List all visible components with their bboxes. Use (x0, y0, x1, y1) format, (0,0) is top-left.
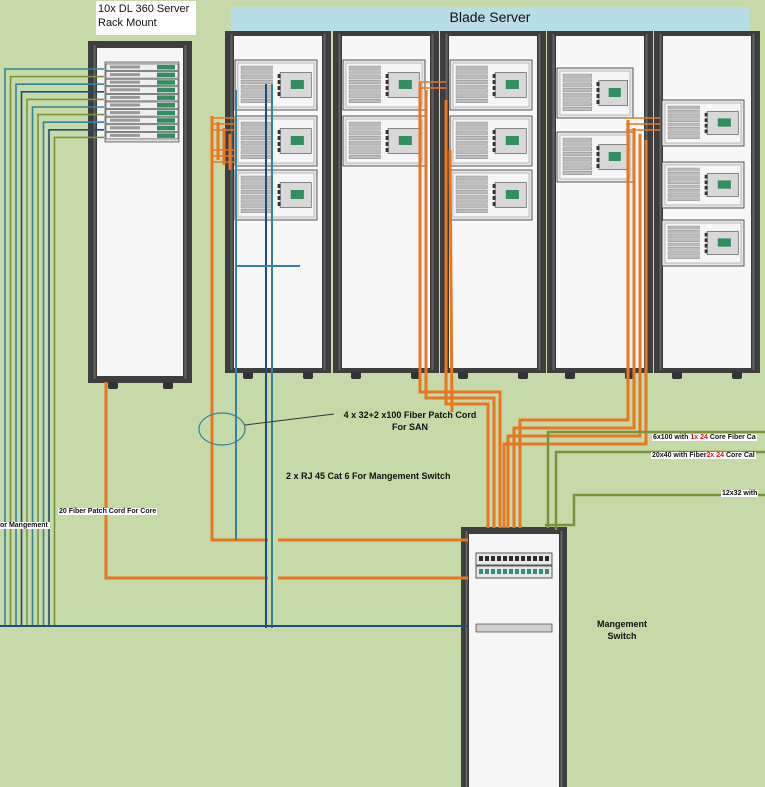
patch-port (545, 556, 549, 561)
core-fiber-label-3: 12x32 with (721, 490, 759, 497)
patch-port (497, 569, 501, 574)
blade-chassis (556, 131, 634, 183)
blade-chassis (661, 161, 745, 209)
blade-server-title: Blade Server (449, 9, 531, 25)
rack-mount-title: 10x DL 360 Server Rack Mount (96, 1, 196, 35)
server-uplink-cable (48, 129, 104, 626)
patch-port (527, 569, 531, 574)
blade-chassis (234, 169, 318, 221)
blade-chassis (234, 59, 318, 111)
core-fiber-label-2: 20x40 with Fiber2x 24 Core Cal (651, 452, 756, 459)
dl360-server-unit (105, 101, 179, 109)
patch-port (479, 569, 483, 574)
server-uplink-cable (15, 83, 104, 626)
blade-rack (547, 31, 653, 379)
blade-rack (440, 31, 546, 379)
patch-port (479, 556, 483, 561)
patch-port (539, 569, 543, 574)
patch-port (491, 556, 495, 561)
blade-chassis (449, 59, 533, 111)
fiber-cables (104, 82, 648, 580)
san-label: 4 x 32+2 x100 Fiber Patch Cord For SAN (325, 409, 495, 433)
server-uplink-cable (9, 75, 104, 626)
patch-port (521, 569, 525, 574)
patch-port (515, 569, 519, 574)
dl360-server-unit (105, 109, 179, 117)
server-uplink-cable (4, 68, 104, 626)
blade-chassis (556, 67, 634, 119)
patch-port (503, 556, 507, 561)
dl360-server-unit (105, 116, 179, 124)
san-label-line2: For SAN (392, 422, 428, 432)
patch-port (521, 556, 525, 561)
dl360-server-unit (105, 71, 179, 79)
patch-port (509, 556, 513, 561)
blade-chassis (234, 115, 318, 167)
server-uplink-cable (37, 113, 104, 626)
mgmt-switch-label: Mangement Switch (584, 618, 660, 642)
dl360-rack (88, 41, 192, 389)
patch-port (497, 556, 501, 561)
patch-port (527, 556, 531, 561)
mgmt-switch-unit (475, 623, 553, 633)
dl360-server-unit (105, 86, 179, 94)
patch-port (545, 569, 549, 574)
core-fiber-label-1: 6x100 with 1x 24 Core Fiber Ca (652, 434, 757, 441)
blade-chassis (449, 169, 533, 221)
mgmt-cat6-label: 2 x RJ 45 Cat 6 For Mangement Switch (286, 471, 451, 481)
rack-mount-title-line1: 10x DL 360 Server (98, 3, 190, 15)
patch-port (533, 569, 537, 574)
blade-rack (333, 31, 439, 379)
dl360-server-unit (105, 124, 179, 132)
dl360-server-unit (105, 78, 179, 86)
left-mgmt-label: or Mangement (0, 522, 50, 529)
dl360-server-unit (105, 132, 179, 140)
patch-port (515, 556, 519, 561)
rack-mount-title-line2: Rack Mount (98, 17, 157, 29)
server-uplink-cable (20, 91, 104, 626)
patch-port (539, 556, 543, 561)
blade-chassis (661, 219, 745, 267)
mgmt-switch-label-line2: Switch (607, 631, 637, 641)
patch-port (491, 569, 495, 574)
blade-chassis (342, 115, 426, 167)
server-uplink-cable (26, 98, 104, 626)
patch-port (503, 569, 507, 574)
blade-chassis (661, 99, 745, 147)
mgmt-switch-rack (461, 527, 567, 787)
dl360-server-unit (105, 94, 179, 102)
san-callout-ellipse (198, 412, 246, 446)
core-fiber-cables (545, 430, 765, 530)
patch-port (533, 556, 537, 561)
san-label-line1: 4 x 32+2 x100 Fiber Patch Cord (343, 410, 477, 420)
blade-rack (654, 31, 760, 379)
blade-rack (225, 31, 331, 379)
blade-chassis (342, 59, 426, 111)
blade-chassis (449, 115, 533, 167)
patch-port (485, 569, 489, 574)
server-uplink-cable (31, 106, 104, 626)
patch-port (509, 569, 513, 574)
blade-server-header (231, 7, 749, 31)
mgmt-switch-label-line1: Mangement (596, 619, 647, 629)
server-uplink-cable (42, 121, 104, 626)
fiber-core-label: 20 Fiber Patch Cord For Core (58, 508, 158, 515)
dl360-server-unit (105, 63, 179, 71)
server-uplink-cable (53, 136, 104, 626)
patch-port (485, 556, 489, 561)
